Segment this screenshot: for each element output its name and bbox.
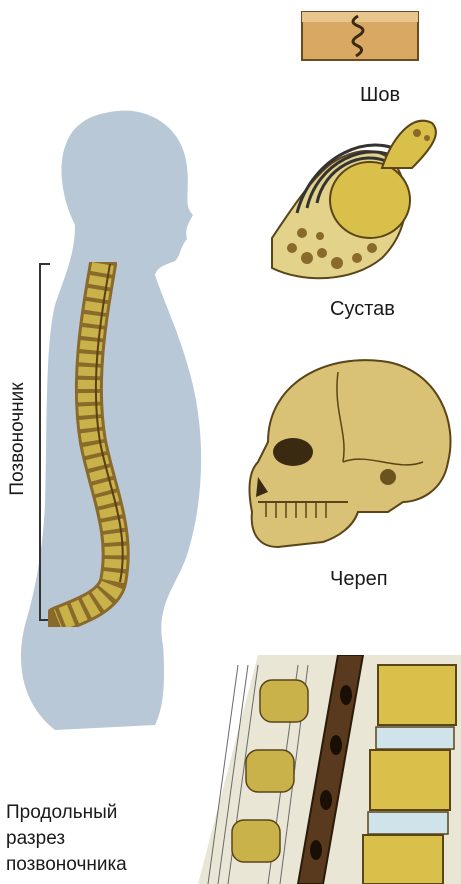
suture-illustration xyxy=(300,8,420,64)
spine-illustration xyxy=(48,262,148,627)
joint-label: Сустав xyxy=(330,298,395,321)
joint-illustration xyxy=(262,108,447,288)
skull-illustration xyxy=(238,352,458,562)
spine-label: Позвоночник xyxy=(7,369,29,509)
suture-label: Шов xyxy=(360,84,400,107)
skull-label: Череп xyxy=(330,568,388,591)
spine-section-illustration xyxy=(198,655,461,884)
spine-section-caption: Продольный разрез позвоночника xyxy=(6,800,127,878)
